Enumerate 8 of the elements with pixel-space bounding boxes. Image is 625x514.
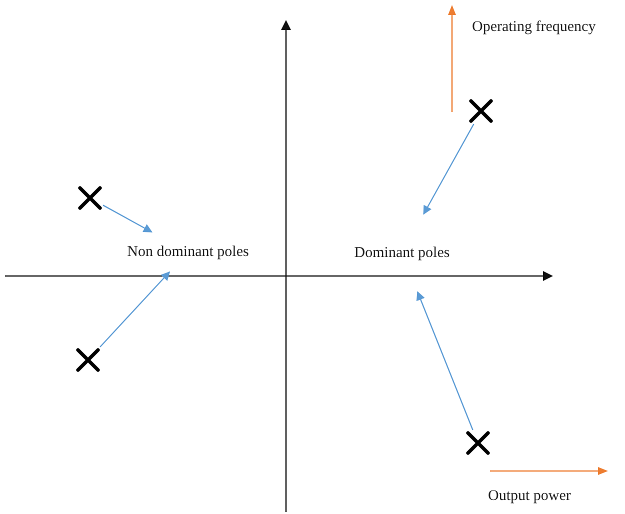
region-label: Non dominant poles	[127, 244, 249, 260]
arrow	[102, 204, 152, 233]
region-label: Dominant poles	[354, 244, 450, 262]
arrow	[100, 271, 170, 348]
arrow	[423, 124, 474, 215]
axis-label: Output power	[488, 488, 571, 505]
arrow	[416, 291, 474, 430]
axis-label: Operating frequency	[472, 19, 596, 36]
